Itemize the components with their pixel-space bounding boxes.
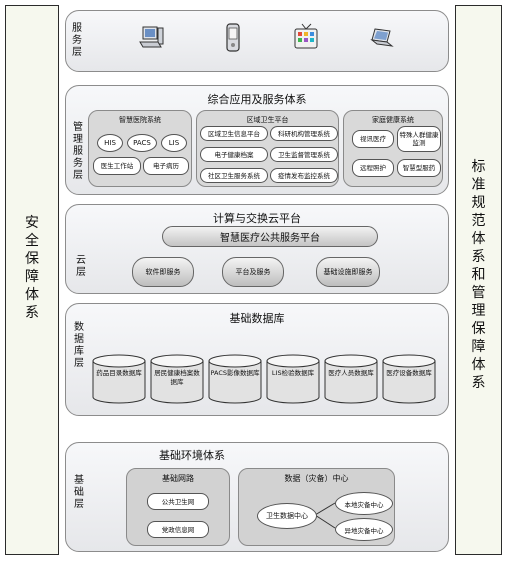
database-label: 药品目录数据库 (96, 369, 142, 377)
foundation-layer-title: 基础环境体系 (159, 449, 225, 462)
sidebar-char: 障 (25, 269, 39, 285)
database-layer-title: 基础数据库 (229, 312, 285, 325)
party-government-network: 党政信息网 (147, 521, 209, 538)
sidebar-char: 系 (471, 249, 486, 265)
sidebar-char: 系 (471, 375, 486, 391)
sidebar-char: 标 (471, 159, 486, 175)
management-layer-label: 管理服务层 (73, 122, 83, 181)
health-supervision-system: 卫生监督管理系统 (270, 147, 338, 162)
security-system-sidebar: 安 全 保 障 体 系 (5, 5, 59, 555)
local-backup-center: 本地灾备中心 (335, 492, 393, 515)
health-data-center: 卫生数据中心 (257, 503, 317, 529)
database-cylinder: LIS检验数据库 (266, 354, 320, 404)
public-service-platform: 智慧医疗公共服务平台 (162, 226, 378, 247)
lis-node: LIS (161, 134, 187, 152)
community-health-service: 社区卫生服务系统 (200, 168, 268, 183)
database-cylinder-shape (382, 354, 436, 404)
database-cylinder-shape (92, 354, 146, 404)
data-center: 数据（灾备）中心 卫生数据中心 本地灾备中心 异地灾备中心 (238, 468, 395, 546)
cloud-layer-title: 计算与交换云平台 (213, 212, 301, 225)
sidebar-char: 安 (25, 215, 39, 231)
remote-care: 远程照护 (352, 159, 394, 177)
data-center-title: 数据（灾备）中心 (284, 474, 349, 483)
database-label: 居民健康档案数据库 (154, 369, 200, 386)
database-cylinder-shape (150, 354, 204, 404)
video-medical: 视讯医疗 (352, 130, 394, 148)
sidebar-char: 体 (471, 231, 486, 247)
security-system-label: 安 全 保 障 体 系 (6, 214, 58, 322)
sidebar-char: 保 (471, 321, 486, 337)
paas-service: 平台及服务 (222, 257, 284, 287)
sidebar-char: 体 (25, 287, 39, 303)
sidebar-char: 准 (471, 177, 486, 193)
pacs-node: PACS (127, 134, 157, 152)
tv-icon (294, 23, 318, 49)
data-center-connectors (314, 502, 336, 529)
smart-hospital-title: 智慧医院系统 (119, 116, 161, 124)
database-cylinder: 医疗人员数据库 (324, 354, 378, 404)
sidebar-char: 和 (471, 267, 486, 283)
mobile-phone-icon (226, 23, 240, 52)
regional-platform-title: 区域卫生平台 (246, 116, 289, 124)
database-cylinder-shape (324, 354, 378, 404)
desktop-computer-icon (139, 26, 164, 48)
basic-network: 基础网路 公共卫生网 党政信息网 (126, 468, 230, 546)
database-label: 医疗人员数据库 (328, 369, 374, 377)
sidebar-char: 理 (471, 303, 486, 319)
sidebar-char: 保 (25, 251, 39, 267)
service-layer: 服务层 (65, 10, 449, 72)
database-layer: 基础数据库 数据库层 药品目录数据库 居民健康档案数据库 PACS影像数据库 LIS检… (65, 303, 449, 416)
electronic-health-record: 电子健康档案 (200, 147, 268, 162)
sidebar-char: 系 (25, 305, 39, 321)
his-node: HIS (97, 134, 123, 152)
database-layer-label: 数据库层 (74, 322, 84, 369)
sidebar-char: 范 (471, 213, 486, 229)
management-service-layer: 综合应用及服务体系 管理服务层 智慧医院系统 HIS PACS LIS 医生工作… (65, 85, 449, 195)
special-population-monitoring: 特殊人群健康监测 (397, 126, 441, 152)
regional-info-platform: 区域卫生信息平台 (200, 126, 268, 141)
research-org-management: 科研机构管理系统 (270, 126, 338, 141)
database-cylinder: PACS影像数据库 (208, 354, 262, 404)
database-cylinder: 药品目录数据库 (92, 354, 146, 404)
smart-hospital-system: 智慧医院系统 HIS PACS LIS 医生工作站 电子病历 (88, 110, 192, 187)
management-layer-title: 综合应用及服务体系 (207, 93, 307, 106)
laptop-icon (370, 28, 394, 47)
database-cylinder-shape (208, 354, 262, 404)
database-label: PACS影像数据库 (210, 369, 260, 377)
database-label: LIS检验数据库 (271, 369, 315, 377)
basic-network-title: 基础网路 (162, 474, 194, 483)
service-layer-label: 服务层 (72, 23, 82, 58)
cloud-layer-label: 云层 (76, 255, 86, 278)
standards-system-sidebar: 标 准 规 范 体 系 和 管 理 保 障 体 系 (455, 5, 502, 555)
emr-node: 电子病历 (143, 157, 189, 175)
foundation-layer-label: 基础层 (74, 475, 84, 510)
epidemic-monitoring-system: 疫情发布监控系统 (270, 168, 338, 183)
database-cylinder: 医疗设备数据库 (382, 354, 436, 404)
remote-backup-center: 异地灾备中心 (335, 518, 393, 541)
sidebar-char: 体 (471, 357, 486, 373)
database-label: 医疗设备数据库 (386, 369, 432, 377)
iaas-service: 基础设施即服务 (316, 257, 380, 287)
family-health-title: 家庭健康系统 (372, 116, 414, 124)
database-cylinder: 居民健康档案数据库 (150, 354, 204, 404)
regional-health-platform: 区域卫生平台 区域卫生信息平台 科研机构管理系统 电子健康档案 卫生监督管理系统… (196, 110, 339, 187)
database-cylinder-shape (266, 354, 320, 404)
saas-service: 软件即服务 (132, 257, 194, 287)
smart-medication: 智慧型服药 (397, 159, 441, 177)
foundation-layer: 基础环境体系 基础层 基础网路 公共卫生网 党政信息网 数据（灾备）中心 卫生数… (65, 442, 449, 552)
sidebar-char: 管 (471, 285, 486, 301)
sidebar-char: 障 (471, 339, 486, 355)
sidebar-char: 全 (25, 233, 39, 249)
sidebar-char: 规 (471, 195, 486, 211)
doctor-workstation: 医生工作站 (93, 157, 141, 175)
public-health-network: 公共卫生网 (147, 493, 209, 510)
standards-system-label: 标 准 规 范 体 系 和 管 理 保 障 体 系 (456, 158, 501, 392)
family-health-system: 家庭健康系统 视讯医疗 特殊人群健康监测 远程照护 智慧型服药 (343, 110, 443, 187)
cloud-layer: 计算与交换云平台 云层 智慧医疗公共服务平台 软件即服务 平台及服务 基础设施即… (65, 204, 449, 294)
